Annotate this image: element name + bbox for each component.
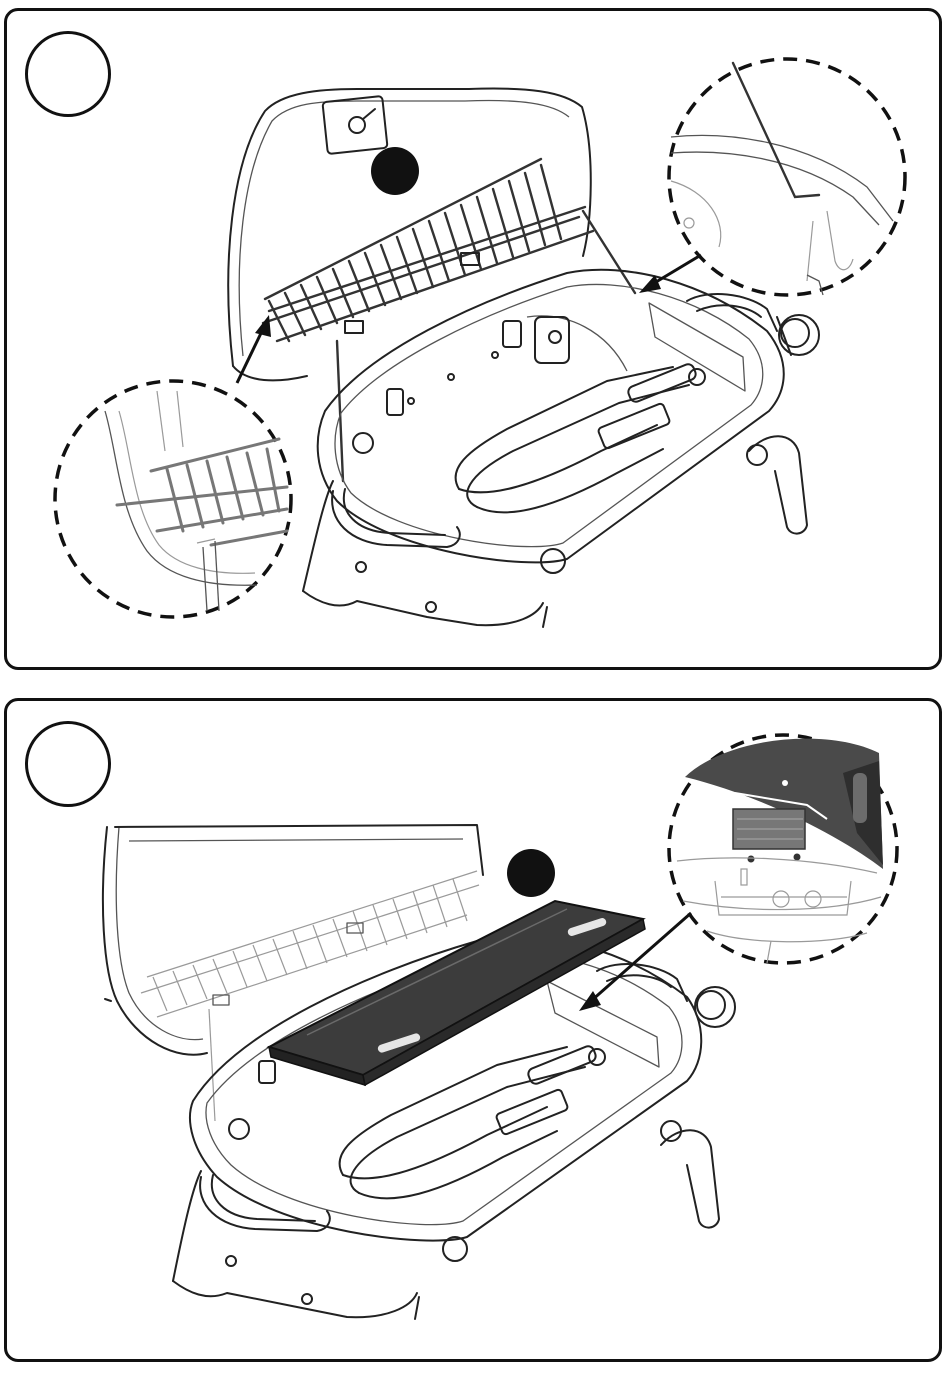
step-panel-2 xyxy=(4,698,942,1362)
heat-shield-plate xyxy=(259,901,645,1085)
zoom-callout-rack-foot xyxy=(55,381,291,617)
grill-warming-rack-illustration xyxy=(7,11,939,667)
zoom-callout-plate-tab xyxy=(669,735,897,963)
grill-front-handle xyxy=(303,433,807,627)
burner-tube xyxy=(456,362,705,512)
grill-firebox xyxy=(318,270,784,563)
grill-lid xyxy=(228,89,590,381)
zoom-callout-rack-hook xyxy=(669,59,905,295)
pointer-arrow-right xyxy=(651,255,701,285)
arrow-head-icon xyxy=(255,315,271,337)
grill-side-handle-and-knob xyxy=(687,294,819,355)
step-panel-1 xyxy=(4,8,942,670)
grill-heat-plate-illustration xyxy=(7,701,939,1359)
